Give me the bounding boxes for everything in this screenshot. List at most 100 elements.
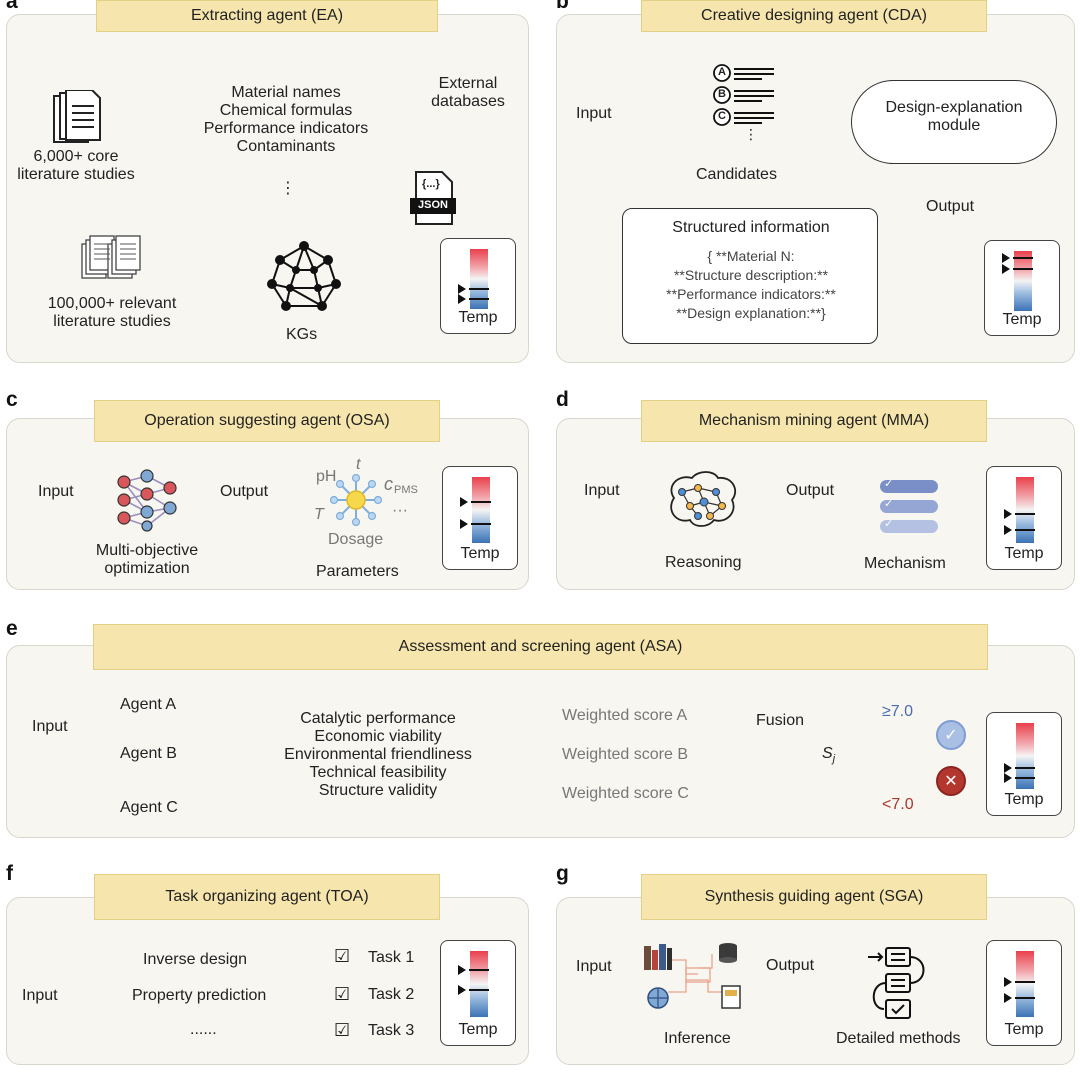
temp-label: Temp <box>1004 545 1044 562</box>
score-subscript: j <box>832 753 836 766</box>
document-stack-icon <box>52 89 102 146</box>
detailed-methods-label: Detailed methods <box>836 1030 961 1047</box>
temperature-gauge-e: Temp <box>986 712 1062 816</box>
agent-label: Agent B <box>120 745 177 762</box>
threshold-low: <7.0 <box>882 796 914 813</box>
mechanism-list-icon: ✓ ✓ ✓ <box>878 476 940 540</box>
temp-marker-icon <box>1004 525 1012 535</box>
output-label-b: Output <box>926 198 975 215</box>
fusion-label: Fusion <box>756 712 805 729</box>
temp-marker-icon <box>1004 977 1012 987</box>
temp-label: Temp <box>1004 1021 1044 1038</box>
check-icon: ✓ <box>884 498 894 510</box>
temperature-bar <box>1016 723 1034 789</box>
input-label-e: Input <box>32 718 68 735</box>
temp-marker-icon <box>1004 509 1012 519</box>
task-label: Task 1 <box>368 949 415 966</box>
field-item: Performance indicators <box>203 120 369 137</box>
candidate-letter: B <box>718 88 726 100</box>
panel-title-d: Mechanism mining agent (MMA) <box>641 400 987 442</box>
param-dosage: Dosage <box>328 531 384 548</box>
criterion-item: Environmental friendliness <box>284 746 472 763</box>
panel-label-b: b <box>556 0 569 13</box>
design-explanation-module: Design-explanation module <box>851 80 1057 164</box>
temp-label: Temp <box>460 545 500 562</box>
temp-marker-icon <box>458 284 466 294</box>
panel-label-g: g <box>556 862 569 885</box>
weighted-score: Weighted score B <box>562 746 688 763</box>
field-item: Material names <box>231 84 341 101</box>
criterion-item: Catalytic performance <box>300 710 456 727</box>
brain-network-icon <box>664 470 740 530</box>
param-temperature: T <box>314 506 324 523</box>
field-item: Contaminants <box>236 138 336 155</box>
temp-marker-icon <box>1004 773 1012 783</box>
structured-line: { **Material N: <box>707 248 795 264</box>
branch-label: Property prediction <box>132 987 267 1004</box>
json-text: JSON <box>418 199 448 211</box>
temp-marker-icon <box>1002 253 1010 263</box>
temp-marker-icon <box>1004 763 1012 773</box>
temperature-bar <box>472 477 490 543</box>
panel-title-e: Assessment and screening agent (ASA) <box>93 624 988 670</box>
reasoning-label: Reasoning <box>665 554 742 571</box>
checkbox-icon: ☑ <box>334 946 351 966</box>
param-pms: PMS <box>394 484 418 496</box>
core-literature-label: 6,000+ core literature studies <box>17 148 135 183</box>
structured-line: **Performance indicators:** <box>666 286 836 302</box>
knowledge-graph-icon <box>266 240 342 316</box>
temperature-bar <box>1014 251 1032 311</box>
temp-label: Temp <box>458 309 498 326</box>
checkbox-icon: ☑ <box>334 1020 351 1040</box>
param-dots: ··· <box>392 502 408 519</box>
panel-title-c: Operation suggesting agent (OSA) <box>94 400 440 442</box>
relevant-literature-label: 100,000+ relevant literature studies <box>47 295 177 330</box>
structured-title: Structured information <box>672 219 830 236</box>
input-label-g: Input <box>576 958 612 975</box>
temperature-bar <box>1016 477 1034 543</box>
large-document-stack-icon <box>78 230 142 282</box>
task-label: Task 2 <box>368 986 415 1003</box>
accept-check-icon: ✓ <box>936 720 966 750</box>
panel-label-a: a <box>6 0 18 13</box>
temp-marker-icon <box>1004 993 1012 1003</box>
input-label-d: Input <box>584 482 620 499</box>
panel-title-g: Synthesis guiding agent (SGA) <box>641 874 987 920</box>
candidates-label: Candidates <box>696 166 777 183</box>
structured-line: **Structure description:** <box>673 267 829 283</box>
structured-information-box: Structured information { **Material N: *… <box>622 208 878 344</box>
panel-label-d: d <box>556 388 569 411</box>
score-symbol: Sj <box>822 745 835 765</box>
temperature-gauge-g: Temp <box>986 940 1062 1046</box>
candidate-ellipsis: ⋮ <box>744 126 758 142</box>
input-label-f: Input <box>22 987 58 1004</box>
field-ellipsis: ⋮ <box>280 180 296 197</box>
input-label-b: Input <box>576 105 612 122</box>
task-label: Task 3 <box>368 1022 415 1039</box>
detailed-methods-icon <box>866 944 936 1020</box>
temp-label: Temp <box>1004 791 1044 808</box>
panel-title-a: Extracting agent (EA) <box>96 0 438 32</box>
field-list: Material names Chemical formulas Perform… <box>196 84 376 156</box>
temperature-bar <box>470 951 488 1017</box>
param-time: t <box>356 456 361 473</box>
panel-e <box>6 645 1075 838</box>
temp-marker-icon <box>460 519 468 529</box>
output-label-c: Output <box>220 483 269 500</box>
temperature-bar <box>1016 951 1034 1017</box>
weighted-score: Weighted score A <box>562 707 688 724</box>
check-icon: ✓ <box>884 478 894 490</box>
panel-label-f: f <box>6 862 13 885</box>
branch-label: Inverse design <box>143 951 248 968</box>
output-label-d: Output <box>786 482 835 499</box>
criterion-item: Technical feasibility <box>309 764 447 781</box>
temperature-gauge-b: Temp <box>984 240 1060 336</box>
external-databases-label: External databases <box>431 75 505 110</box>
criterion-item: Structure validity <box>318 782 438 799</box>
weighted-score: Weighted score C <box>562 785 689 802</box>
temperature-gauge-c: Temp <box>442 466 518 570</box>
json-file-icon: {...} JSON <box>408 170 458 226</box>
check-icon: ✓ <box>884 518 894 530</box>
temp-marker-icon <box>460 497 468 507</box>
temperature-gauge-d: Temp <box>986 466 1062 570</box>
